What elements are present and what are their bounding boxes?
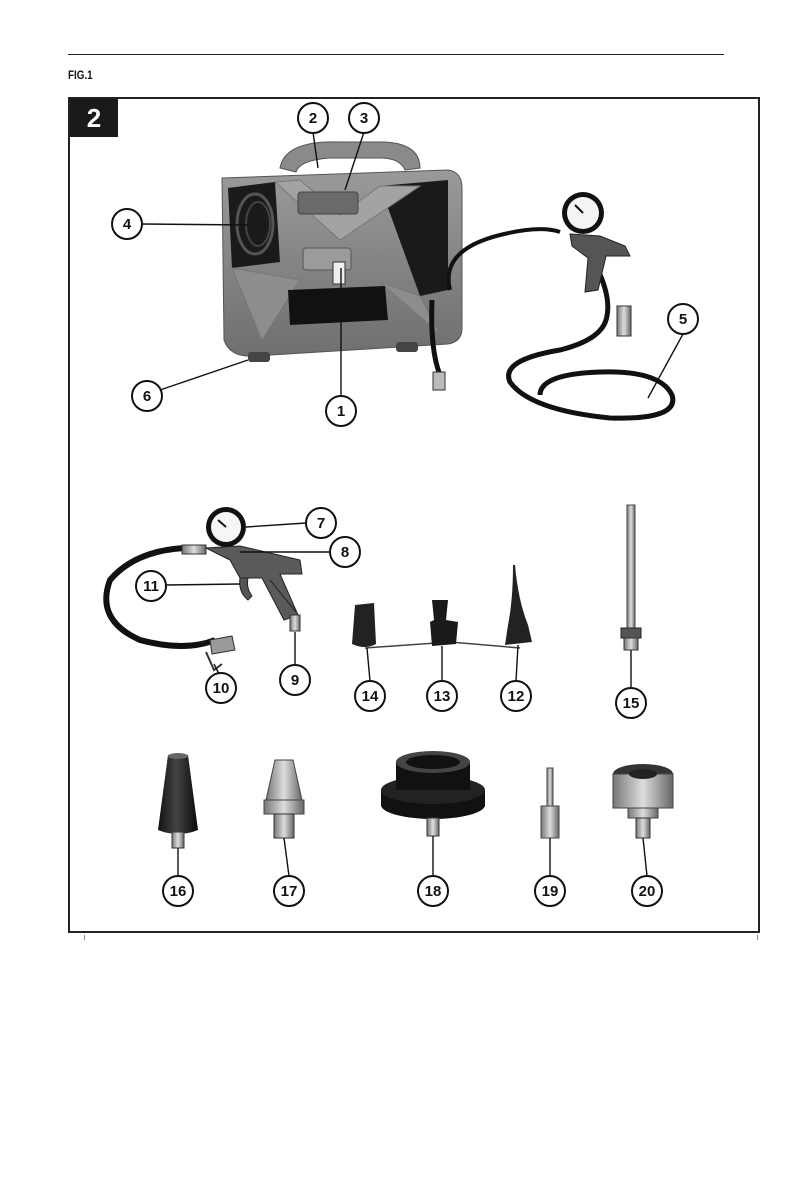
inflation-nozzles	[352, 565, 532, 648]
svg-text:18: 18	[425, 883, 442, 900]
callout-7: 7	[306, 508, 336, 538]
crop-mark-left	[84, 935, 85, 940]
svg-text:14: 14	[362, 688, 379, 705]
svg-text:16: 16	[170, 883, 187, 900]
callout-17: 17	[274, 876, 304, 906]
callout-5: 5	[668, 304, 698, 334]
callout-2: 2	[298, 103, 328, 133]
svg-text:2: 2	[309, 110, 317, 127]
svg-text:11: 11	[143, 578, 159, 595]
svg-text:1: 1	[337, 403, 345, 420]
svg-text:12: 12	[508, 688, 525, 705]
compressor-hose	[432, 229, 673, 418]
callout-14: 14	[355, 681, 385, 711]
svg-text:6: 6	[143, 388, 151, 405]
callout-12: 12	[501, 681, 531, 711]
svg-text:13: 13	[434, 688, 451, 705]
svg-text:10: 10	[213, 680, 230, 697]
callout-3: 3	[349, 103, 379, 133]
callout-8: 8	[330, 537, 360, 567]
callout-18: 18	[418, 876, 448, 906]
callout-20: 20	[632, 876, 662, 906]
callout-6: 6	[132, 381, 162, 411]
adapters-row	[158, 751, 673, 848]
svg-text:8: 8	[341, 544, 349, 561]
svg-text:5: 5	[679, 311, 687, 328]
crop-mark-right	[757, 935, 758, 940]
svg-text:4: 4	[123, 216, 132, 233]
long-nozzle	[621, 505, 641, 650]
svg-text:15: 15	[623, 695, 640, 712]
svg-text:7: 7	[317, 515, 325, 532]
callout-9: 9	[280, 665, 310, 695]
callout-1: 1	[326, 396, 356, 426]
callout-11: 11	[136, 571, 166, 601]
callout-15: 15	[616, 688, 646, 718]
callout-10: 10	[206, 673, 236, 703]
svg-text:9: 9	[291, 672, 299, 689]
hose-connector	[433, 372, 445, 390]
svg-text:3: 3	[360, 110, 368, 127]
callout-13: 13	[427, 681, 457, 711]
callout-4: 4	[112, 209, 142, 239]
callout-19: 19	[535, 876, 565, 906]
svg-text:19: 19	[542, 883, 559, 900]
callout-16: 16	[163, 876, 193, 906]
compressor-body	[222, 142, 462, 362]
svg-text:20: 20	[639, 883, 656, 900]
inflator-gun-top	[562, 192, 631, 336]
svg-text:17: 17	[281, 883, 298, 900]
